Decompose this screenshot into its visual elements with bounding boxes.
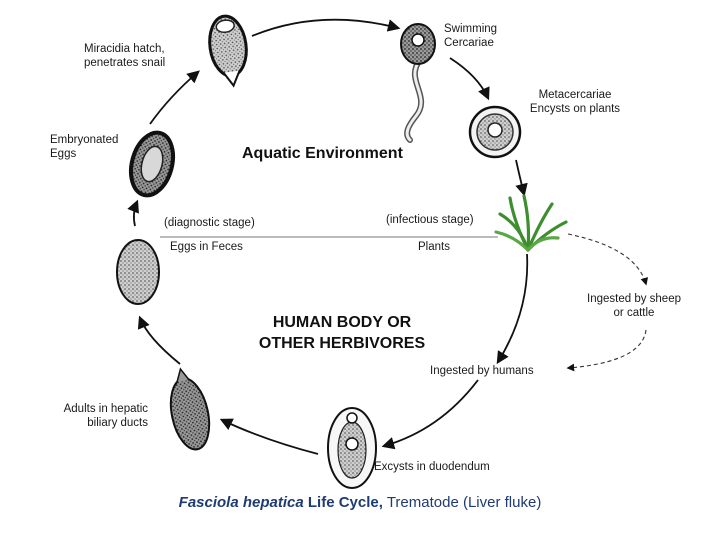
arrow-cercariae-to-metacercariae — [449, 57, 490, 101]
arrow-metacercariae-to-plants — [515, 159, 528, 197]
label-ingested-sheep: Ingested by sheep or cattle — [576, 292, 692, 320]
label-embryonated-line1: Embryonated — [50, 134, 119, 146]
heading-human-body: HUMAN BODY OR OTHER HERBIVORES — [232, 312, 452, 354]
arrow-plants-to-humans — [496, 253, 529, 365]
arrow-humans-to-excyst — [381, 379, 479, 450]
heading-human-body-line2: OTHER HERBIVORES — [258, 335, 426, 352]
heading-human-body-line1: HUMAN BODY OR — [272, 314, 412, 331]
label-adults-line2: biliary ducts — [87, 417, 148, 429]
arrow-sheep-to-humans — [566, 329, 647, 372]
embryonated-egg-illustration — [128, 130, 176, 198]
label-metacercariae: Metacercariae Encysts on plants — [520, 88, 630, 116]
plant-illustration — [494, 194, 568, 252]
label-embryonated-eggs: Embryonated Eggs — [50, 133, 118, 161]
label-adults-line1: Adults in hepatic — [63, 403, 148, 415]
cycle-arrows — [127, 18, 529, 455]
label-embryonated-line2: Eggs — [50, 148, 77, 160]
caption-life-cycle: Life Cycle, — [303, 494, 383, 511]
label-metacercariae-line1: Metacercariae — [538, 89, 612, 101]
arrow-plants-to-sheep — [567, 233, 649, 286]
label-diagnostic-stage: (diagnostic stage) — [164, 217, 255, 229]
label-miracidia-line1: Miracidia hatch, — [84, 43, 165, 55]
label-swimming-line1: Swimming — [444, 23, 498, 35]
label-ingested-humans: Ingested by humans — [430, 365, 534, 377]
arrow-adults-to-eggs — [137, 315, 181, 365]
label-infectious-stage: (infectious stage) — [386, 214, 474, 226]
feces-egg-illustration — [116, 239, 160, 305]
label-swimming-cercariae: Swimming Cercariae — [444, 22, 497, 50]
label-ingested-sheep-line2: or cattle — [613, 307, 655, 319]
label-eggs-in-feces: Eggs in Feces — [170, 241, 243, 253]
label-miracidia-line2: penetrates snail — [84, 57, 166, 69]
excyst-illustration — [327, 407, 377, 489]
label-excysts-duodenum: Excysts in duodendum — [374, 461, 490, 473]
label-swimming-line2: Cercariae — [444, 37, 494, 49]
metacercariae-illustration — [468, 105, 522, 159]
arrow-eggs-to-embryonated — [127, 199, 139, 227]
label-miracidia: Miracidia hatch, penetrates snail — [84, 42, 165, 70]
arrow-miracidia-to-cercariae — [251, 18, 401, 37]
heading-aquatic-environment: Aquatic Environment — [242, 145, 403, 162]
arrow-embryonated-to-miracidia — [149, 70, 200, 125]
label-ingested-sheep-line1: Ingested by sheep — [587, 293, 681, 305]
label-metacercariae-line2: Encysts on plants — [529, 103, 621, 115]
arrow-excyst-to-adults — [219, 418, 319, 455]
caption-rest: Trematode (Liver fluke) — [382, 494, 542, 511]
cercariae-illustration — [400, 23, 436, 143]
caption-species: Fasciola hepatica — [178, 494, 304, 511]
label-plants: Plants — [418, 241, 450, 253]
miracidia-illustration — [208, 14, 248, 88]
figure-caption: Fasciola hepatica Life Cycle, Trematode … — [0, 494, 720, 511]
adult-fluke-illustration — [169, 367, 211, 451]
label-adults-hepatic: Adults in hepatic biliary ducts — [40, 402, 148, 430]
